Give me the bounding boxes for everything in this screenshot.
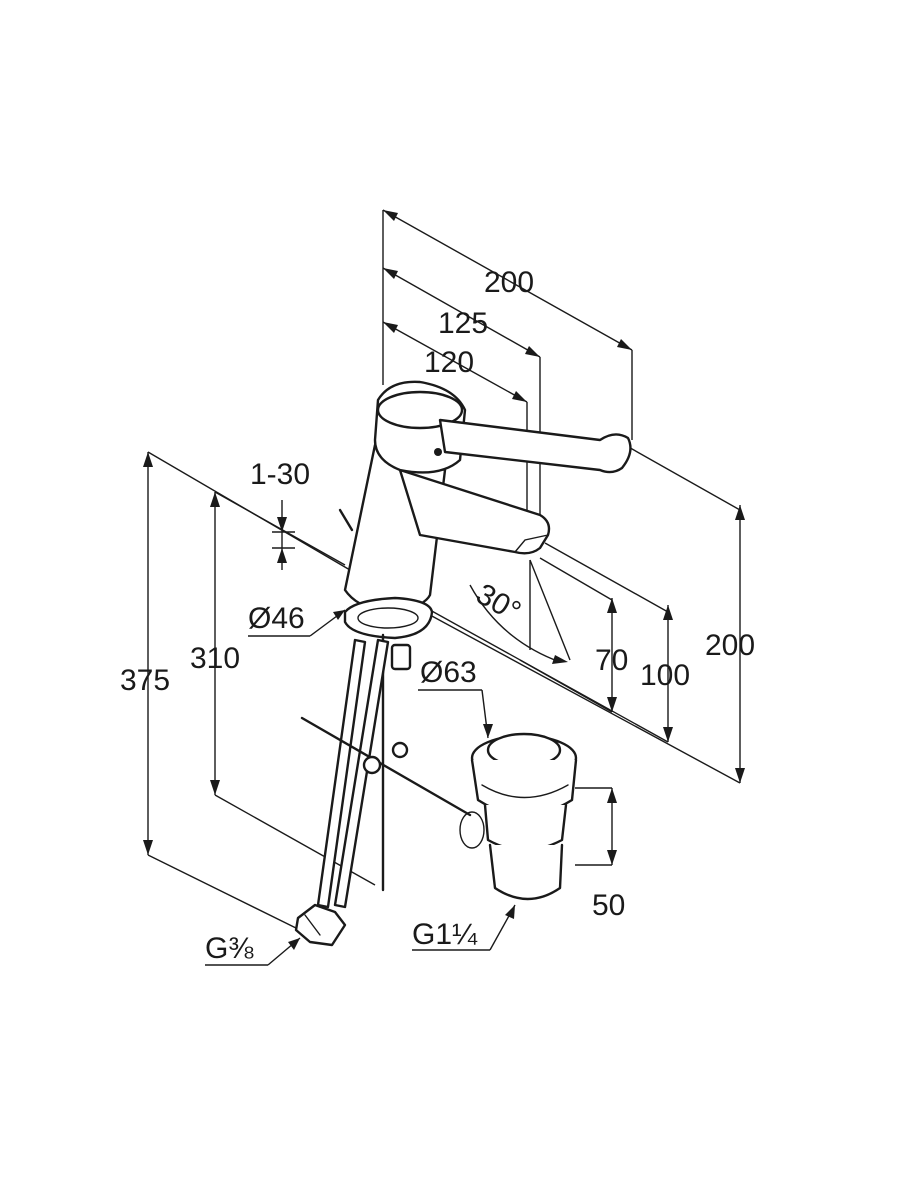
arrowheads xyxy=(143,210,745,950)
base-diameter-label: Ø46 xyxy=(248,602,305,635)
supply-hoses xyxy=(294,638,390,947)
reach-total-label: 200 xyxy=(484,266,534,299)
total-height-label: 375 xyxy=(120,664,170,697)
reach-spout-label: 120 xyxy=(424,346,474,379)
reach-handle-label: 125 xyxy=(438,307,488,340)
waste-diameter-label: Ø63 xyxy=(420,656,477,689)
waste-fitting xyxy=(459,732,578,901)
waste-height-label: 50 xyxy=(592,889,625,922)
hose-length-label: 310 xyxy=(190,642,240,675)
waste-thread-label: G1¼ xyxy=(412,918,478,951)
deck-thickness-label: 1-30 xyxy=(250,458,310,491)
dimension-labels: 200 125 120 1-30 Ø46 30° 70 100 200 310 … xyxy=(120,266,755,965)
spout-height-label: 70 xyxy=(595,644,628,677)
spout-angle-label: 30° xyxy=(471,577,527,628)
handle-height-label: 200 xyxy=(705,629,755,662)
faucet-body xyxy=(338,380,632,892)
popup-linkage xyxy=(300,716,472,817)
under-spout-label: 100 xyxy=(640,659,690,692)
hose-thread-label: G⅜ xyxy=(205,932,254,965)
